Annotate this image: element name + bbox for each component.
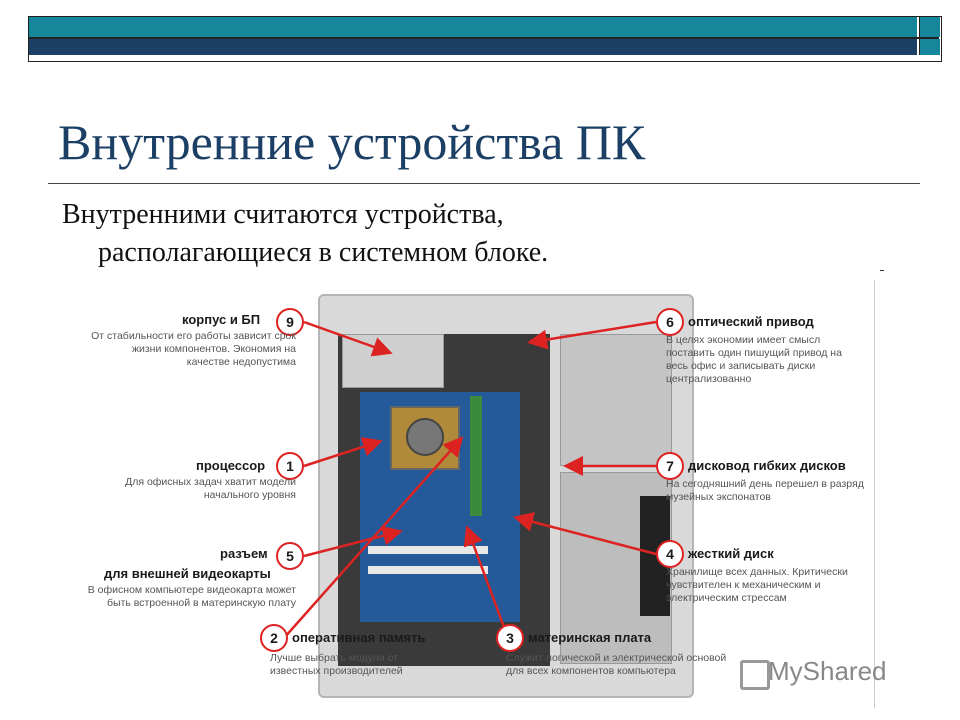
header-square-bottom bbox=[919, 39, 940, 55]
callout-label-7: дисковод гибких дисков bbox=[688, 458, 846, 473]
ram-illustration bbox=[470, 396, 482, 516]
callout-number-1: 1 bbox=[276, 452, 304, 480]
callout-arrows bbox=[283, 320, 657, 639]
expansion-slot-illustration bbox=[368, 566, 488, 574]
watermark-logo-icon bbox=[740, 660, 770, 690]
arrow-6 bbox=[527, 320, 657, 350]
callout-number-4: 4 bbox=[656, 540, 684, 568]
callout-label-6: оптический привод bbox=[688, 314, 814, 329]
callout-label-3: материнская плата bbox=[528, 630, 652, 645]
power-supply-illustration bbox=[342, 334, 444, 388]
callout-desc-1: Для офисных задач хватит модели начально… bbox=[125, 476, 296, 501]
callout-number-3: 3 bbox=[496, 624, 524, 652]
callout-desc-5: В офисном компьютере видеокарта может бы… bbox=[87, 584, 296, 609]
callout-desc-7: На сегодняшний день перешел в разряд муз… bbox=[666, 478, 864, 503]
callout-number-5: 5 bbox=[276, 542, 304, 570]
callout-label-4: жесткий диск bbox=[688, 546, 774, 561]
callout-number-6: 6 bbox=[656, 308, 684, 336]
arrow-1 bbox=[303, 437, 383, 468]
expansion-slot-illustration bbox=[368, 546, 488, 554]
callout-number-2: 2 bbox=[260, 624, 288, 652]
optical-drive-bay-illustration bbox=[560, 334, 672, 466]
slide-title: Внутренние устройства ПК bbox=[58, 114, 646, 170]
callout-label-2: оперативная память bbox=[292, 630, 426, 645]
callout-label-5-line1: разъем bbox=[220, 546, 268, 561]
callout-number-7: 7 bbox=[656, 452, 684, 480]
arrow-2 bbox=[283, 436, 464, 639]
arrow-3 bbox=[463, 525, 510, 639]
decorative-header-bar bbox=[28, 16, 942, 62]
watermark-text: MyShared bbox=[768, 656, 887, 686]
callout-label-9: корпус и БП bbox=[182, 312, 261, 327]
header-square-top bbox=[919, 17, 940, 37]
title-underline bbox=[48, 183, 920, 184]
arrow-4 bbox=[513, 512, 657, 556]
body-line-1: Внутренними считаются устройства, bbox=[62, 199, 504, 230]
arrow-9 bbox=[303, 320, 393, 357]
callout-desc-6: В целях экономии имеет смысл поставить о… bbox=[666, 334, 842, 385]
callout-desc-2: Лучше выбрать модули от известных произв… bbox=[270, 652, 403, 677]
header-divider bbox=[29, 37, 939, 39]
header-band-top bbox=[29, 17, 917, 37]
callout-desc-9: От стабильности его работы зависит срок … bbox=[91, 330, 296, 368]
small-tick bbox=[880, 270, 884, 271]
slide-body: Внутренними считаются устройства, распол… bbox=[62, 196, 902, 272]
callout-desc-4: Хранилище всех данных. Критически чувств… bbox=[666, 566, 848, 604]
callout-number-9: 9 bbox=[276, 308, 304, 336]
callout-label-5-line2: для внешней видеокарты bbox=[104, 566, 271, 581]
arrow-5 bbox=[303, 526, 403, 558]
callout-label-1: процессор bbox=[196, 458, 266, 473]
pc-components-diagram: корпус и БП 9 От стабильности его работы… bbox=[48, 280, 887, 708]
callout-desc-3: Служит логической и электрической осново… bbox=[506, 652, 727, 677]
body-line-2: располагающиеся в системном блоке. bbox=[98, 237, 549, 268]
header-band-bottom bbox=[29, 39, 917, 55]
